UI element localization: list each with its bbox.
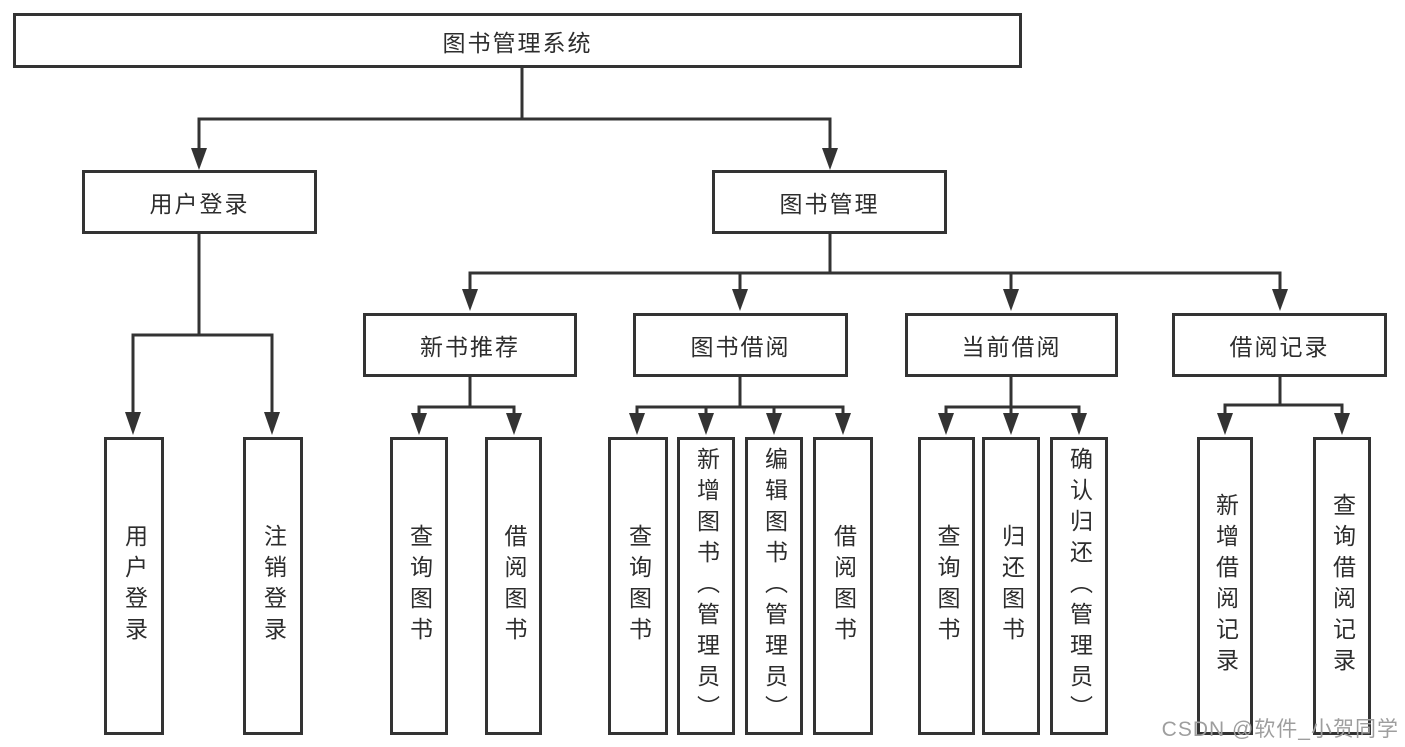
leaf-borrow-books-recommend: 借阅图书 [485, 437, 542, 735]
leaf-add-borrow-record: 新增借阅记录 [1197, 437, 1253, 735]
node-current-borrow: 当前借阅 [905, 313, 1118, 377]
leaf-edit-books-admin: 编辑图书（管理员） [745, 437, 803, 735]
node-new-book-recommend: 新书推荐 [363, 313, 577, 377]
node-user-login: 用户登录 [82, 170, 317, 234]
leaf-query-books-current: 查询图书 [918, 437, 975, 735]
node-book-management: 图书管理 [712, 170, 947, 234]
leaf-query-borrow-record: 查询借阅记录 [1313, 437, 1371, 735]
leaf-logout: 注销登录 [243, 437, 303, 735]
leaf-borrow-books: 借阅图书 [813, 437, 873, 735]
leaf-return-books: 归还图书 [982, 437, 1040, 735]
node-book-borrow: 图书借阅 [633, 313, 848, 377]
node-borrow-records: 借阅记录 [1172, 313, 1387, 377]
leaf-user-login: 用户登录 [104, 437, 164, 735]
csdn-watermark: CSDN @软件_小贺同学 [1161, 718, 1399, 741]
leaf-confirm-return-admin: 确认归还（管理员） [1050, 437, 1108, 735]
node-library-management-system: 图书管理系统 [13, 13, 1022, 68]
leaf-query-books-recommend: 查询图书 [390, 437, 448, 735]
leaf-query-books-borrow: 查询图书 [608, 437, 668, 735]
leaf-add-books-admin: 新增图书（管理员） [677, 437, 735, 735]
